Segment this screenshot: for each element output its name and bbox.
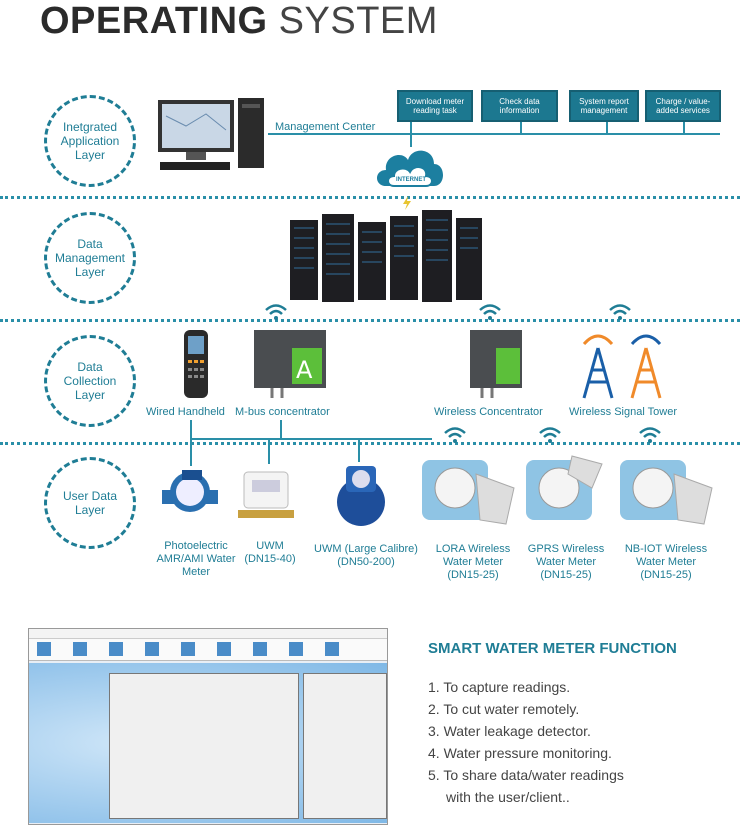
internet-label: INTERNET xyxy=(396,177,426,183)
service-box: Download meter reading task xyxy=(397,90,473,122)
service-box: System report management xyxy=(569,90,639,122)
cloud-icon xyxy=(377,150,443,187)
meter-label: Photoelectric AMR/AMI Water Meter xyxy=(156,540,236,578)
lora-meter-icon xyxy=(422,460,515,525)
connector-line xyxy=(268,133,390,135)
lightning-icon xyxy=(403,196,411,210)
layer-data-collection: Data Collection Layer xyxy=(44,335,136,427)
connector-line xyxy=(410,122,412,134)
device-label: Wireless Concentrator xyxy=(434,406,543,418)
photoelectric-meter-icon xyxy=(162,470,218,512)
meter-label: NB-IOT Wireless Water Meter (DN15-25) xyxy=(624,543,708,581)
handheld-icon xyxy=(184,330,208,398)
service-box: Check data information xyxy=(481,90,558,122)
page-title: OPERATING SYSTEM xyxy=(40,0,438,42)
function-item: 2. To cut water remotely. xyxy=(428,701,580,717)
nbiot-meter-icon xyxy=(620,460,713,525)
connector-line xyxy=(190,420,192,466)
wifi-icon xyxy=(479,304,501,320)
layer-data-management: Data Management Layer xyxy=(44,212,136,304)
connector-line xyxy=(358,438,360,462)
functions-heading: SMART WATER METER FUNCTION xyxy=(428,640,677,657)
wireless-concentrator-icon xyxy=(470,330,522,398)
separator xyxy=(0,319,740,322)
service-box: Charge / value-added services xyxy=(645,90,721,122)
meter-label: GPRS Wireless Water Meter (DN15-25) xyxy=(527,543,605,581)
svg-text:A: A xyxy=(296,356,313,384)
separator xyxy=(0,442,740,445)
layer-user-data: User Data Layer xyxy=(44,457,136,549)
device-label: Wireless Signal Tower xyxy=(569,406,678,418)
wifi-icon xyxy=(444,427,466,443)
function-item: with the user/client.. xyxy=(446,789,570,805)
layer-application: Inetgrated Application Layer xyxy=(44,95,136,187)
function-item: 5. To share data/water readings xyxy=(428,767,624,783)
separator xyxy=(0,196,740,199)
connector-line xyxy=(410,133,412,147)
management-center-label: Management Center xyxy=(275,121,376,133)
computer-icon xyxy=(158,98,264,170)
server-rack-icon xyxy=(290,210,482,302)
device-label: M-bus concentrator xyxy=(235,406,330,418)
device-label: Wired Handheld xyxy=(146,406,225,418)
function-item: 4. Water pressure monitoring. xyxy=(428,745,612,761)
wifi-icon xyxy=(639,427,661,443)
software-screenshot xyxy=(28,628,388,825)
function-item: 1. To capture readings. xyxy=(428,679,571,695)
wifi-icon xyxy=(609,304,631,320)
function-item: 3. Water leakage detector. xyxy=(428,723,591,739)
wifi-icon xyxy=(539,427,561,443)
connector-line xyxy=(683,122,685,134)
gprs-meter-icon xyxy=(526,455,603,520)
large-calibre-meter-icon xyxy=(337,466,385,526)
functions-list: 1. To capture readings. 2. To cut water … xyxy=(428,676,624,808)
connector-line xyxy=(520,122,522,134)
mbus-concentrator-icon: A xyxy=(254,330,326,398)
connector-line xyxy=(280,420,282,440)
uwm-meter-icon xyxy=(238,471,294,518)
wifi-icon xyxy=(265,304,287,320)
meter-label: UWM (Large Calibre) (DN50-200) xyxy=(314,543,418,568)
signal-tower-icon xyxy=(582,334,662,399)
meter-label: UWM (DN15-40) xyxy=(244,540,296,565)
connector-line xyxy=(190,438,432,440)
connector-line xyxy=(268,438,270,464)
connector-line xyxy=(606,122,608,134)
services-bus xyxy=(390,133,720,135)
meter-label: LORA Wireless Water Meter (DN15-25) xyxy=(435,543,511,581)
